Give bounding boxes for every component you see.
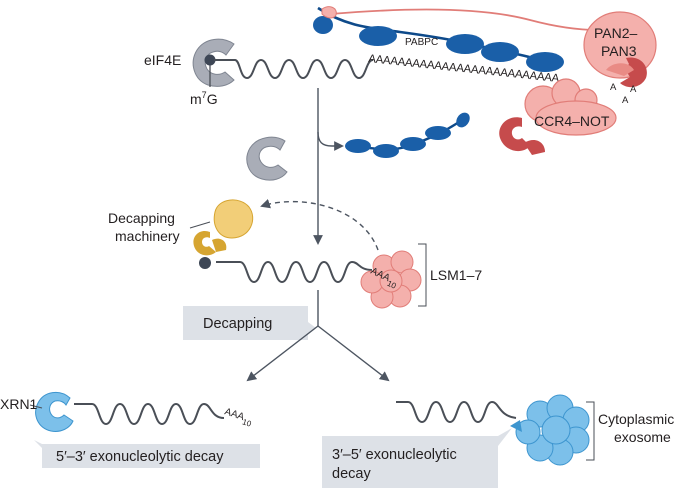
- pabpc-unit-icon: [526, 52, 564, 72]
- m7g-label: m7G: [190, 90, 218, 107]
- released-pabpc-chain: [345, 112, 470, 158]
- decapping-machinery-label-line1: Decapping: [108, 210, 175, 226]
- pabpc-unit-icon: [481, 42, 519, 62]
- released-a-2: A: [630, 84, 637, 95]
- decay-35-label-line2: decay: [332, 466, 371, 482]
- lsm1-7-label: LSM1–7: [430, 267, 482, 283]
- xrn1-leader-line: [29, 404, 43, 409]
- decay-35-label-line1: 3′–5′ exonucleolytic: [332, 447, 457, 463]
- pan2-pan3-tether: [329, 8, 599, 31]
- decapping-callout-label: Decapping: [203, 316, 272, 332]
- mrna-strand-xrn1: [74, 402, 225, 426]
- pabpc-unit-icon: [446, 34, 484, 54]
- pabpc-unit-icon: [313, 16, 333, 34]
- m7g-cap-icon: [204, 54, 216, 87]
- decapping-callout-box: [183, 306, 316, 340]
- lsm1-7-complex-icon: [360, 250, 422, 309]
- decapping-leader-line: [189, 221, 211, 229]
- decay-53-label: 5′–3′ exonucleolytic decay: [56, 449, 224, 465]
- pabpc-chain: [313, 6, 564, 72]
- pan2-pan3-label-line2: PAN3: [601, 43, 637, 59]
- pabpc-release-arrow: [317, 131, 344, 151]
- decapping-machinery-icon: [193, 199, 254, 256]
- eif4e-label: eIF4E: [144, 52, 181, 68]
- xrn1-label: XRN1: [0, 396, 38, 412]
- split-arrow-right: [317, 325, 390, 382]
- released-a-1: A: [610, 82, 617, 93]
- pabpc-unit-icon: [359, 26, 397, 46]
- released-eif4e-icon: [246, 136, 288, 181]
- decapping-machinery-label-line2: machinery: [115, 228, 180, 244]
- ccr4-not-label: CCR4–NOT: [534, 113, 610, 129]
- pabpc-label: PABPC: [405, 37, 438, 48]
- eif4e-protein-icon: [192, 38, 235, 87]
- released-a-3: A: [622, 95, 629, 106]
- xrn1-poly-a-label: AAA10: [222, 406, 254, 428]
- ccr4-not-complex-icon: [499, 78, 617, 155]
- exosome-label-line1: Cytoplasmic: [598, 411, 674, 427]
- exosome-bracket: [586, 401, 595, 461]
- pan2-pan3-label-line1: PAN2–: [594, 25, 638, 41]
- mrna-strand-exosome: [396, 400, 517, 424]
- xrn1-enzyme-icon: [35, 391, 74, 432]
- mrna-strand-middle: [216, 260, 373, 284]
- cap-dot-icon: [199, 257, 211, 269]
- pan3-small-icon: [321, 6, 337, 19]
- pan2-pan3-complex-icon: [583, 11, 657, 88]
- cytoplasmic-exosome-icon: [510, 394, 590, 466]
- mrna-strand-top: [214, 58, 374, 80]
- decay-53-callout-box: [34, 440, 260, 468]
- lsm-recruitment-arrow: [260, 198, 379, 251]
- decay-35-callout-box: [322, 428, 512, 488]
- lsm-bracket: [418, 243, 427, 307]
- exosome-label-line2: exosome: [614, 429, 671, 445]
- split-arrow-left: [246, 325, 319, 382]
